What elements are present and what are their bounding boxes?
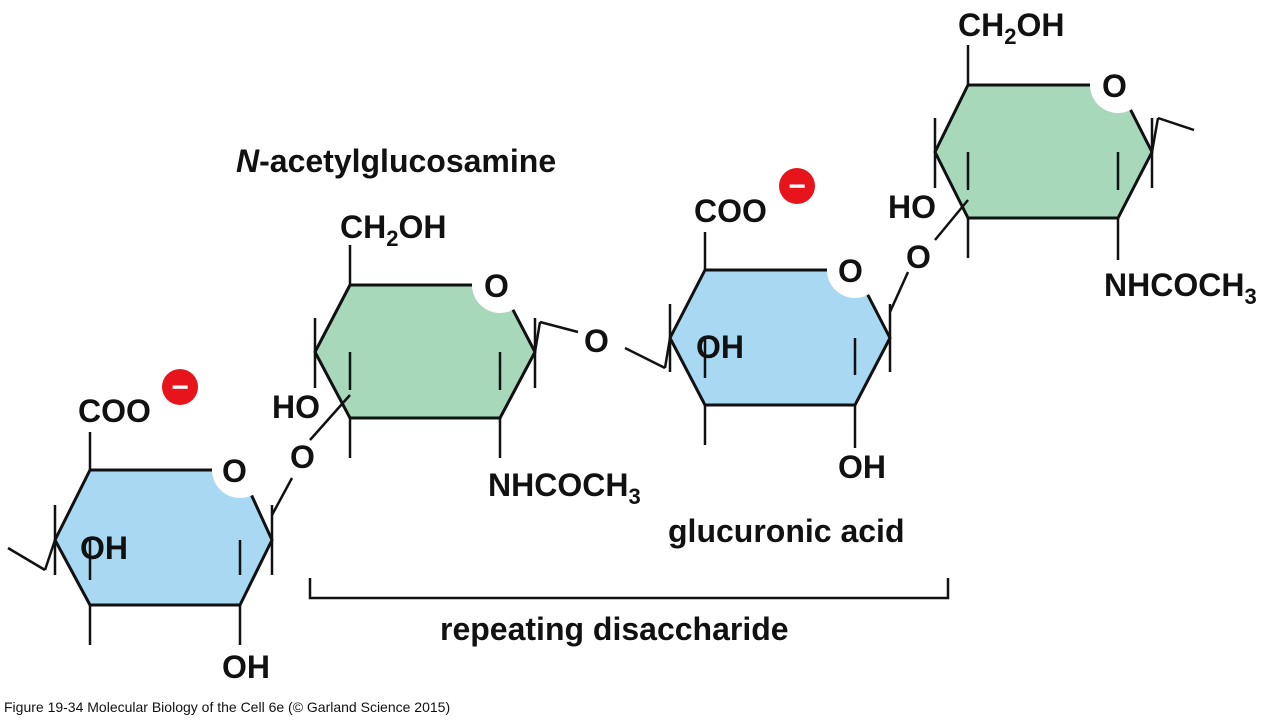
glycosidic-oxygen-3: O bbox=[906, 239, 931, 275]
repeating-disaccharide-bracket bbox=[308, 578, 950, 600]
figure-caption: Figure 19-34 Molecular Biology of the Ce… bbox=[4, 699, 450, 715]
glucuronic-acid-label: glucuronic acid bbox=[668, 513, 904, 549]
ch2oh-label-2: CH2OH bbox=[958, 7, 1064, 49]
svg-text:−: − bbox=[788, 170, 806, 203]
ch2oh-label-1: CH2OH bbox=[340, 209, 446, 251]
glycosidic-oxygen-2: O bbox=[584, 323, 609, 359]
coo-label-1: COO bbox=[78, 393, 151, 429]
glucuronic-acid-ring-2 bbox=[624, 232, 910, 448]
ho-label-2: HO bbox=[888, 189, 936, 225]
n-acetylglucosamine-ring-2 bbox=[933, 45, 1195, 260]
coo-label-2: COO bbox=[694, 193, 767, 229]
svg-text:−: − bbox=[171, 371, 189, 404]
negative-charge-2: − bbox=[779, 168, 815, 204]
glycosidic-oxygen-1: O bbox=[290, 439, 315, 475]
ring-oxygen-1: O bbox=[222, 453, 247, 489]
ring-oxygen-3: O bbox=[838, 253, 863, 289]
oh-label-ring3-bottom: OH bbox=[838, 449, 886, 485]
repeating-disaccharide-label: repeating disaccharide bbox=[440, 611, 789, 647]
n-acetylglucosamine-label: N-acetylglucosamine bbox=[236, 143, 556, 179]
negative-charge-1: − bbox=[162, 369, 198, 405]
ring-oxygen-4: O bbox=[1102, 68, 1127, 104]
nhcoch3-label-1: NHCOCH3 bbox=[488, 467, 641, 509]
glucuronic-acid-ring-1 bbox=[7, 432, 294, 645]
oh-label-ring3-center: OH bbox=[696, 329, 744, 365]
ring-oxygen-2: O bbox=[484, 268, 509, 304]
oh-label-ring1-center: OH bbox=[80, 530, 128, 566]
n-acetylglucosamine-ring-1 bbox=[309, 245, 579, 458]
nhcoch3-label-2: NHCOCH3 bbox=[1104, 267, 1257, 309]
ho-label-1: HO bbox=[272, 389, 320, 425]
oh-label-ring1-bottom: OH bbox=[222, 649, 270, 685]
